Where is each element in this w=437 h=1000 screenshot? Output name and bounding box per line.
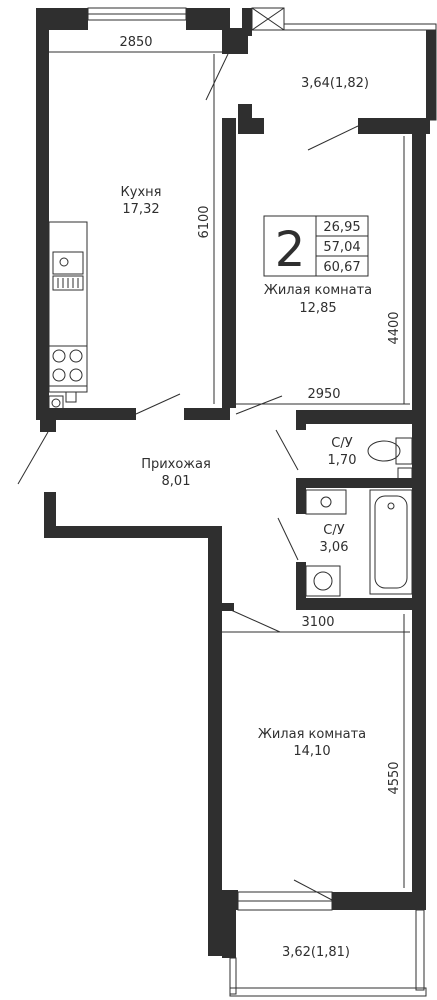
washing-machine-icon [305,565,341,597]
kitchen-fixtures [48,221,88,411]
wall-wc1-wc2 [296,478,412,488]
wall-living2-bottom-right [332,892,426,910]
wall-bath-right [412,410,426,610]
door-balcony2 [293,879,333,901]
door-balcony1-living [307,125,359,151]
kitchen-area: 17,32 [122,202,159,217]
toilet-tank-icon [395,437,413,465]
windows [87,7,437,997]
bathtub-icon [369,489,413,595]
wall-kitchen-bottom-right [184,408,230,420]
door-wc1 [275,429,299,471]
riser-icon [397,467,413,483]
wall-hall-bottom [44,526,222,538]
wall-hall-stub [44,492,56,526]
door-entrance [17,431,49,485]
wc2-area: 3,06 [320,540,349,555]
living-area: 26,95 [323,220,360,235]
door-wc2 [277,517,299,561]
living2-area: 14,10 [293,744,330,759]
room-labels: Кухня 17,32 3,64(1,82) Жилая комната 12,… [121,76,373,960]
wall-wc1-left-top [296,410,306,430]
stove-icon [48,345,88,387]
total-area: 57,04 [323,240,360,255]
wall-kitchen-bottom-left [36,408,136,420]
wall-living1-bottom [296,410,426,424]
wall-living2-door-stub [222,603,234,611]
dim-living1-length: 4400 [387,311,402,344]
washbasin-icon [305,489,347,515]
wall-living2-left [208,526,222,956]
living2-name: Жилая комната [258,727,366,742]
dim-living1-width: 2950 [307,387,340,402]
toilet-bowl-icon [367,440,401,462]
dimension-lines [49,51,410,888]
balcony2-area: 3,62(1,81) [282,945,350,960]
summary-box: 2 26,95 57,04 60,67 [263,215,369,278]
hall-name: Прихожая [141,457,211,472]
wall-balcony1-post [242,8,252,36]
kitchen-counter [48,221,88,393]
wall-bath-bottom [296,598,426,610]
wall-living1-top-left [238,118,264,134]
dim-living2-length: 4550 [387,761,402,794]
wc1-name: С/У [331,436,352,451]
living1-area: 12,85 [299,301,336,316]
wall-living2-right [412,610,426,910]
wall-living1-stub [238,104,252,118]
balcony2-glazing-right [415,909,425,991]
living1-name: Жилая комната [264,283,372,298]
wall-wc2-left-bottom [296,562,306,610]
wall-balcony1-right [426,30,436,120]
rooms-count: 2 [275,222,306,278]
door-kitchen [135,393,181,415]
wall-kitchen-left [36,8,49,420]
door-balcony1-kitchen [205,53,229,101]
dim-living2-width: 3100 [301,615,334,630]
wall-living2-bottom-left [208,890,238,910]
wc1-area: 1,70 [328,453,357,468]
wall-kitchen-top-right [186,8,230,30]
dim-kitchen-length: 6100 [197,205,212,238]
wall-kitchen-living1 [222,118,236,408]
balcony2-left-wall [222,910,236,958]
doors [17,53,359,901]
dim-kitchen-width: 2850 [119,35,152,50]
kitchen-name: Кухня [121,185,162,200]
wall-wc2-left-top [296,478,306,514]
walls [36,8,436,956]
drainboard-icon [52,275,84,291]
balcony1-door [251,7,285,31]
bath-fixtures [305,437,413,597]
door-living2 [221,605,281,633]
vent-icon [65,391,77,403]
balcony1-area: 3,64(1,82) [301,76,369,91]
wall-kitchen-top-left [36,8,88,30]
door-living1 [235,395,283,415]
hall-area: 8,01 [162,474,191,489]
wc2-name: С/У [323,523,344,538]
balcony1-glazing-top [283,23,437,31]
balcony2-glazing-bottom [229,987,427,997]
wall-kitchen-door-stub [40,420,56,432]
boiler-icon [48,395,64,411]
balcony1-glazing-side [429,29,437,121]
balcony2-glazing-left [229,957,237,995]
sink-icon [52,251,84,275]
wall-living1-right [412,118,426,418]
total-with-balconies: 60,67 [323,260,360,275]
